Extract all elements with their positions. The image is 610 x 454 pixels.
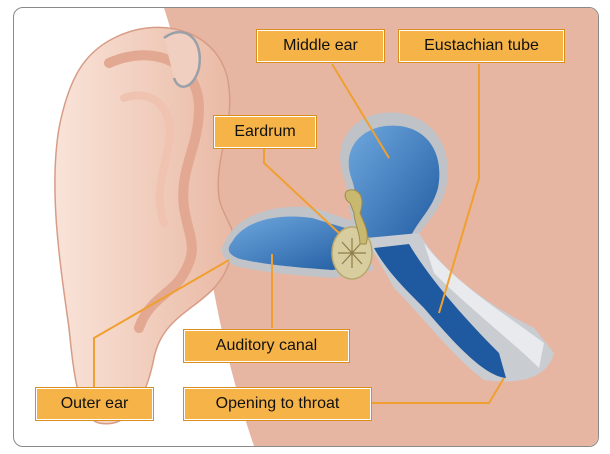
eardrum-label: Eardrum (214, 116, 316, 148)
outer-ear-label: Outer ear (36, 388, 153, 420)
middle-ear-label: Middle ear (257, 30, 384, 62)
outer-ear-shape (55, 27, 235, 423)
auditory-canal-label: Auditory canal (184, 330, 349, 362)
ear-illustration (14, 8, 598, 446)
opening-to-throat-label: Opening to throat (184, 388, 371, 420)
eustachian-tube-label: Eustachian tube (399, 30, 564, 62)
diagram-frame: Middle ear Eustachian tube Eardrum Audit… (13, 7, 599, 447)
